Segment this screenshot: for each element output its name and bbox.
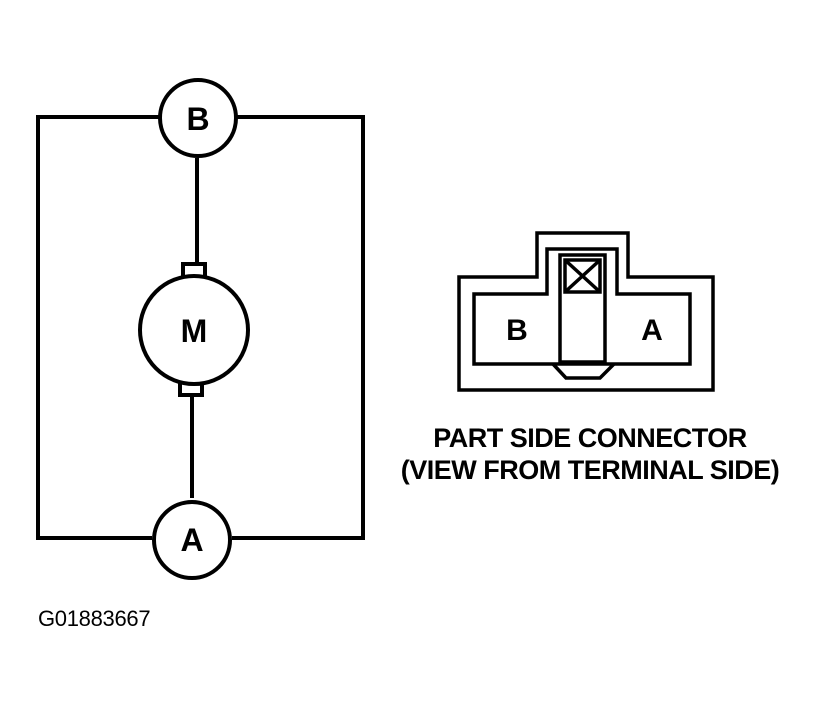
figure-id: G01883667 <box>38 606 151 631</box>
wire-loop-right <box>232 115 365 540</box>
terminal-b-label: B <box>186 101 209 137</box>
connector-pin-a-label: A <box>641 314 663 347</box>
connector-caption-line2: (VIEW FROM TERMINAL SIDE) <box>400 455 780 485</box>
wire-loop-left <box>36 115 160 540</box>
terminal-a-label: A <box>180 522 203 558</box>
motor-label: M <box>181 313 208 349</box>
motor-symbol: M <box>138 262 250 397</box>
terminal-b: B <box>158 78 238 158</box>
connector-pin-b-label: B <box>506 314 528 347</box>
terminal-a: A <box>152 500 232 580</box>
connector-caption-line1: PART SIDE CONNECTOR <box>433 423 747 453</box>
part-side-connector <box>457 231 715 392</box>
